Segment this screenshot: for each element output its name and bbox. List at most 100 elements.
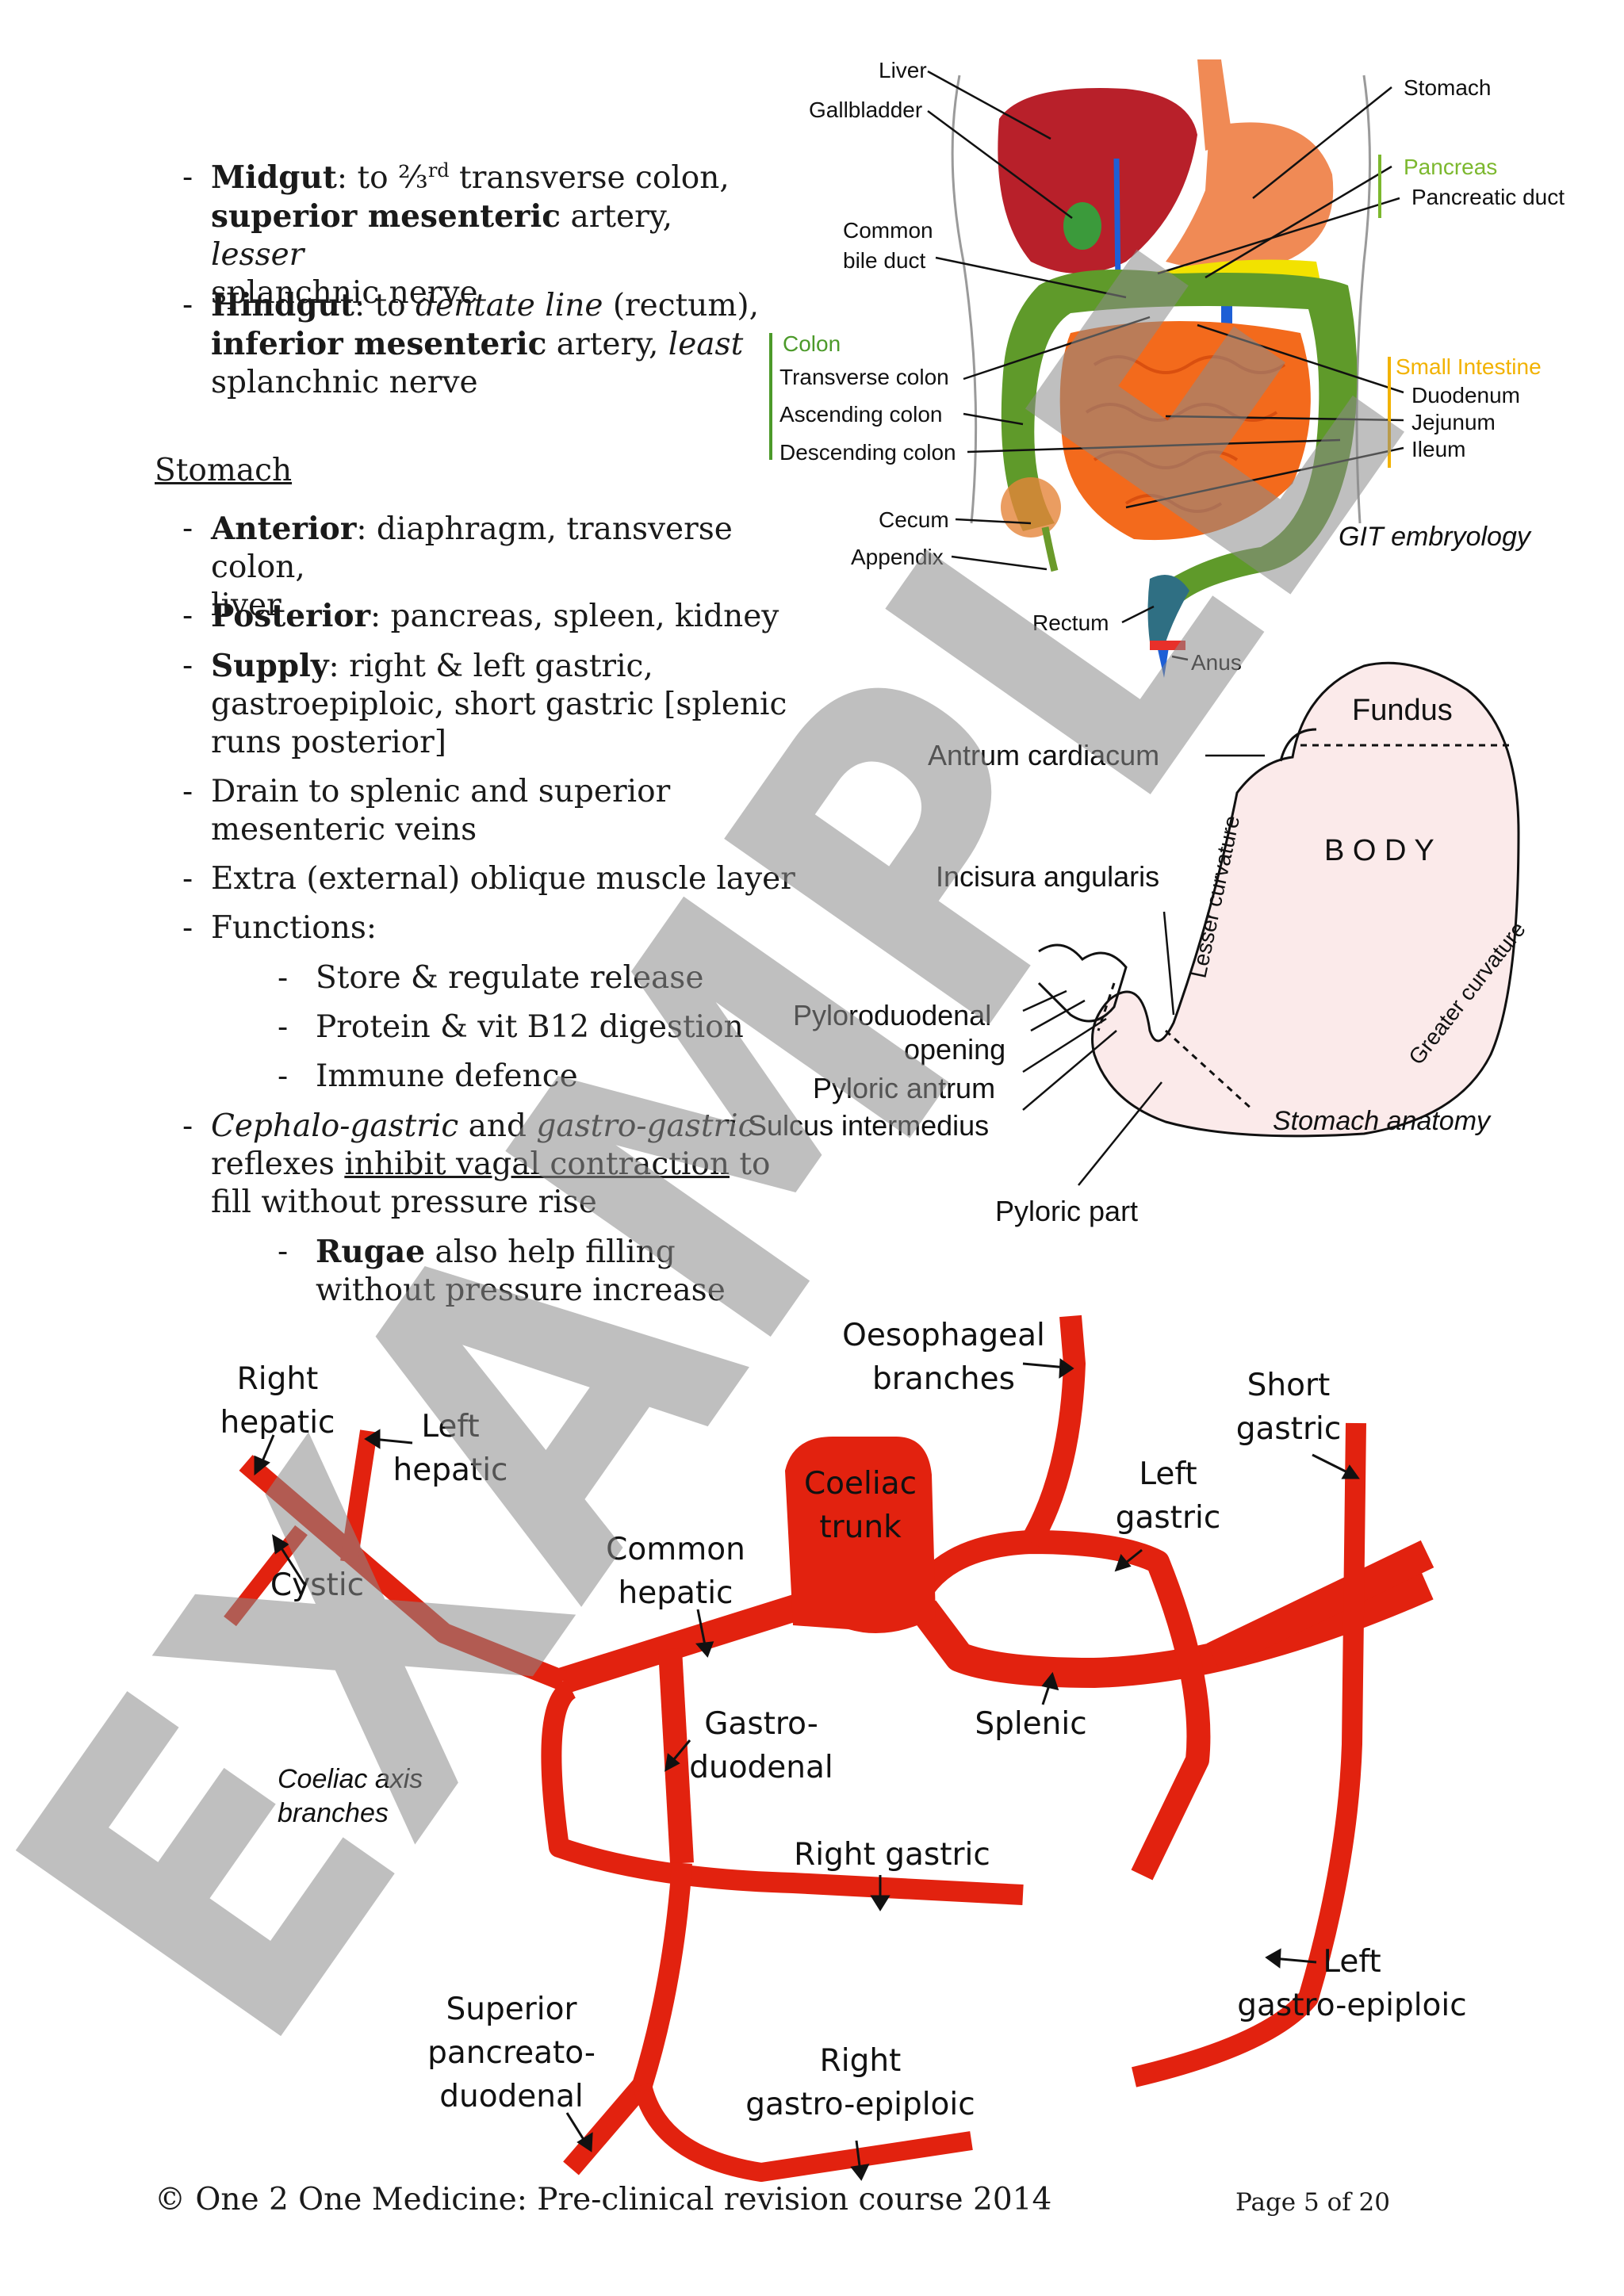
artery-splenic-end <box>1206 1540 1434 1671</box>
label-stomach: Stomach <box>1404 75 1492 100</box>
label-descending-colon: Descending colon <box>779 440 956 465</box>
anus-band <box>1150 641 1185 650</box>
label-rectum: Rectum <box>1032 610 1109 635</box>
pyloric-divider <box>1164 1029 1254 1112</box>
artery-right-gastric <box>541 1679 1024 1905</box>
label-pyloroduodenal-2: opening <box>904 1033 1005 1066</box>
label-gastroduodenal-2: duodenal <box>689 1750 833 1785</box>
label-body: B O D Y <box>1324 834 1434 867</box>
label-pyloric-antrum: Pyloric antrum <box>813 1072 995 1104</box>
label-gallbladder: Gallbladder <box>809 98 922 122</box>
artery-superior-pancreatoduodenal <box>563 1862 692 2175</box>
label-antrum-cardiacum: Antrum cardiacum <box>928 739 1159 771</box>
label-pancreas: Pancreas <box>1404 155 1497 179</box>
coeliac-trunk <box>785 1437 936 1633</box>
label-sulcus-intermedius: Sulcus intermedius <box>748 1109 989 1142</box>
body-outline-left <box>951 75 978 524</box>
caption-git-embryology: GIT embryology <box>1339 522 1532 552</box>
artery-left-gastric <box>900 1530 1211 1881</box>
term-hindgut: Hindgut <box>211 287 354 323</box>
label-left-gastric-2: gastric <box>1116 1500 1221 1536</box>
label-pyloroduodenal-1: Pyloroduodenal <box>793 999 991 1031</box>
label-appendix: Appendix <box>851 545 944 569</box>
label-right-ge-2: gastro-epiploic <box>745 2087 975 2122</box>
pylorus-stub <box>1037 943 1128 1023</box>
artery-short-gastric-left-gastroepiploic <box>1132 1422 1366 2087</box>
colon <box>1001 270 1358 603</box>
label-coeliac-1: Coeliac <box>804 1466 917 1502</box>
arteries <box>224 1314 1434 2182</box>
label-colon: Colon <box>783 331 841 356</box>
artery-right-hepatic <box>239 1455 567 1691</box>
appendix <box>1041 526 1059 572</box>
label-left-hepatic-2: hepatic <box>393 1452 508 1488</box>
stomach-outline <box>1091 661 1520 1138</box>
coeliac-arrows <box>254 1358 1360 2181</box>
label-short-gastric-1: Short <box>1247 1368 1331 1403</box>
label-duodenum: Duodenum <box>1411 383 1520 408</box>
label-common-hepatic-2: hepatic <box>619 1575 733 1611</box>
artery-cystic <box>224 1525 308 1627</box>
label-common-bile-duct-2: bile duct <box>843 248 926 273</box>
caption-coeliac-1: Coeliac axis <box>278 1764 423 1794</box>
label-cecum: Cecum <box>879 507 949 532</box>
label-left-hepatic-1: Left <box>421 1409 479 1445</box>
colon-bar <box>769 333 772 460</box>
small-intestine <box>1059 321 1311 541</box>
label-pyloric-part: Pyloric part <box>995 1195 1138 1227</box>
label-pancreatic-duct: Pancreatic duct <box>1411 185 1565 209</box>
label-ileum: Ileum <box>1411 437 1465 461</box>
term-midgut: Midgut <box>211 159 337 196</box>
small-intestine-bar <box>1388 357 1391 468</box>
gallbladder <box>1063 202 1101 250</box>
label-small-intestine: Small Intestine <box>1396 354 1542 379</box>
liver <box>998 88 1197 274</box>
label-right-gastric: Right gastric <box>794 1837 990 1873</box>
label-jejunum: Jejunum <box>1411 410 1496 434</box>
artery-right-gastro-epiploic <box>633 2083 973 2182</box>
label-left-gastric-1: Left <box>1139 1456 1197 1492</box>
rectum <box>1147 575 1189 642</box>
artery-oesophageal <box>1021 1314 1086 1548</box>
label-oesophageal-2: branches <box>872 1361 1015 1397</box>
label-fundus: Fundus <box>1352 694 1453 727</box>
label-gastroduodenal-1: Gastro- <box>704 1706 818 1742</box>
label-common-bile-duct-1: Common <box>843 218 933 243</box>
stomach-heading: Stomach <box>155 453 293 488</box>
git-diagram: Liver Gallbladder Stomach Pancreas Pancr… <box>769 58 1565 678</box>
common-bile-duct <box>1113 158 1121 286</box>
stomach-diagram: Fundus Antrum cardiacum B O D Y Incisura… <box>748 661 1530 1227</box>
label-short-gastric-2: gastric <box>1236 1411 1342 1447</box>
caption-coeliac-2: branches <box>278 1798 389 1828</box>
label-cystic: Cystic <box>270 1567 364 1603</box>
artery-splenic <box>911 1571 1434 1688</box>
intestine-loops <box>1085 355 1286 513</box>
footer-copyright: © One 2 One Medicine: Pre-clinical revis… <box>155 2182 1052 2218</box>
label-right-ge-1: Right <box>820 2043 902 2079</box>
label-right-hepatic-2: hepatic <box>220 1405 335 1441</box>
label-right-hepatic-1: Right <box>237 1361 319 1397</box>
git-leaders <box>927 70 1404 661</box>
artery-left-hepatic <box>340 1429 377 1563</box>
label-splenic: Splenic <box>975 1706 1086 1742</box>
label-ascending-colon: Ascending colon <box>779 402 942 427</box>
label-common-hepatic-1: Common <box>606 1532 745 1567</box>
label-sup-pd-3: duodenal <box>439 2079 584 2114</box>
label-oesophageal-1: Oesophageal <box>842 1318 1045 1353</box>
label-transverse-colon: Transverse colon <box>779 365 949 389</box>
label-incisura-angularis: Incisura angularis <box>936 860 1159 893</box>
stomach-leaders <box>1022 754 1265 1186</box>
label-coeliac-2: trunk <box>819 1510 902 1545</box>
label-liver: Liver <box>879 58 927 82</box>
anal-canal <box>1156 642 1170 678</box>
pancreas-bar <box>1378 155 1381 218</box>
label-anus: Anus <box>1191 650 1242 675</box>
body-outline-right <box>1355 75 1371 524</box>
caption-stomach-anatomy: Stomach anatomy <box>1273 1106 1492 1136</box>
footer-page-number: Page 5 of 20 <box>1235 2188 1391 2217</box>
label-sup-pd-1: Superior <box>446 1992 578 2027</box>
label-sup-pd-2: pancreato- <box>427 2035 596 2071</box>
label-left-gastro-epiploic-2: gastro-epiploic <box>1237 1988 1466 2023</box>
